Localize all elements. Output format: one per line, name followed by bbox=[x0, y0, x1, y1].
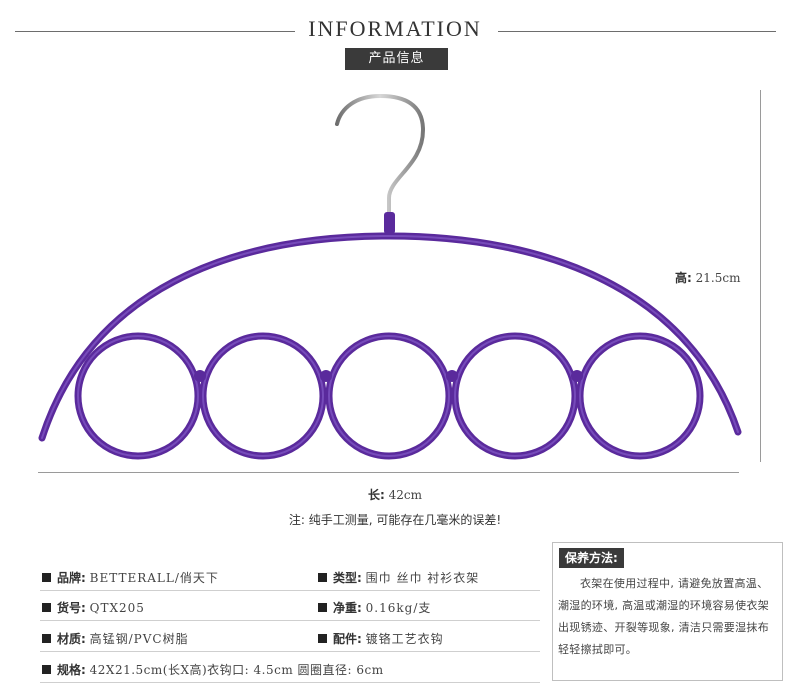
height-dimension-line bbox=[760, 90, 761, 462]
spec-material: 材质: 高锰钢/PVC树脂 bbox=[42, 630, 189, 647]
section-badge: 产品信息 bbox=[345, 48, 448, 70]
spec-divider bbox=[40, 620, 540, 621]
spec-size: 规格: 42X21.5cm(长X高)衣钩口: 4.5cm 圆圈直径: 6cm bbox=[42, 661, 384, 678]
spec-item-no-value: QTX205 bbox=[89, 601, 145, 615]
header-rule-left bbox=[15, 31, 295, 32]
spec-brand-value: BETTERALL/俏天下 bbox=[89, 571, 219, 585]
hook-icon bbox=[335, 93, 426, 220]
bullet-square-icon bbox=[318, 573, 327, 582]
spec-type: 类型: 围巾 丝巾 衬衫衣架 bbox=[318, 569, 479, 586]
spec-type-value: 围巾 丝巾 衬衫衣架 bbox=[365, 571, 480, 585]
height-label: 高: bbox=[675, 271, 692, 285]
spec-material-value: 高锰钢/PVC树脂 bbox=[89, 632, 189, 646]
bullet-square-icon bbox=[42, 634, 51, 643]
spec-divider bbox=[40, 651, 540, 652]
bullet-square-icon bbox=[42, 573, 51, 582]
bullet-square-icon bbox=[318, 634, 327, 643]
spec-parts: 配件: 镀铬工艺衣钩 bbox=[318, 630, 444, 647]
length-dimension: 长: 42cm bbox=[368, 486, 422, 503]
spec-weight-value: 0.16kg/支 bbox=[365, 601, 432, 615]
length-dimension-line bbox=[38, 472, 739, 473]
length-value: 42cm bbox=[388, 488, 423, 502]
spec-divider bbox=[40, 682, 540, 683]
spec-weight: 净重: 0.16kg/支 bbox=[318, 599, 431, 616]
hook-sleeve bbox=[384, 212, 395, 234]
hanger-image bbox=[38, 93, 742, 460]
spec-item-no: 货号: QTX205 bbox=[42, 599, 145, 616]
care-text: 衣架在使用过程中, 请避免放置高温、潮湿的环境, 高温或潮湿的环境容易使衣架出现… bbox=[558, 577, 769, 656]
care-title: 保养方法: bbox=[559, 548, 624, 568]
header-rule-right bbox=[498, 31, 776, 32]
height-value: 21.5cm bbox=[695, 271, 741, 285]
spec-brand: 品牌: BETTERALL/俏天下 bbox=[42, 569, 219, 586]
bullet-square-icon bbox=[42, 665, 51, 674]
page-title: INFORMATION bbox=[308, 16, 482, 41]
spec-parts-value: 镀铬工艺衣钩 bbox=[365, 632, 444, 646]
bullet-square-icon bbox=[318, 603, 327, 612]
bullet-square-icon bbox=[42, 603, 51, 612]
spec-size-value: 42X21.5cm(长X高)衣钩口: 4.5cm 圆圈直径: 6cm bbox=[89, 663, 384, 677]
length-label: 长: bbox=[368, 488, 385, 502]
height-dimension: 高: 21.5cm bbox=[675, 269, 740, 286]
spec-divider bbox=[40, 590, 540, 591]
measurement-note: 注: 纯手工测量, 可能存在几毫米的误差! bbox=[288, 513, 502, 527]
